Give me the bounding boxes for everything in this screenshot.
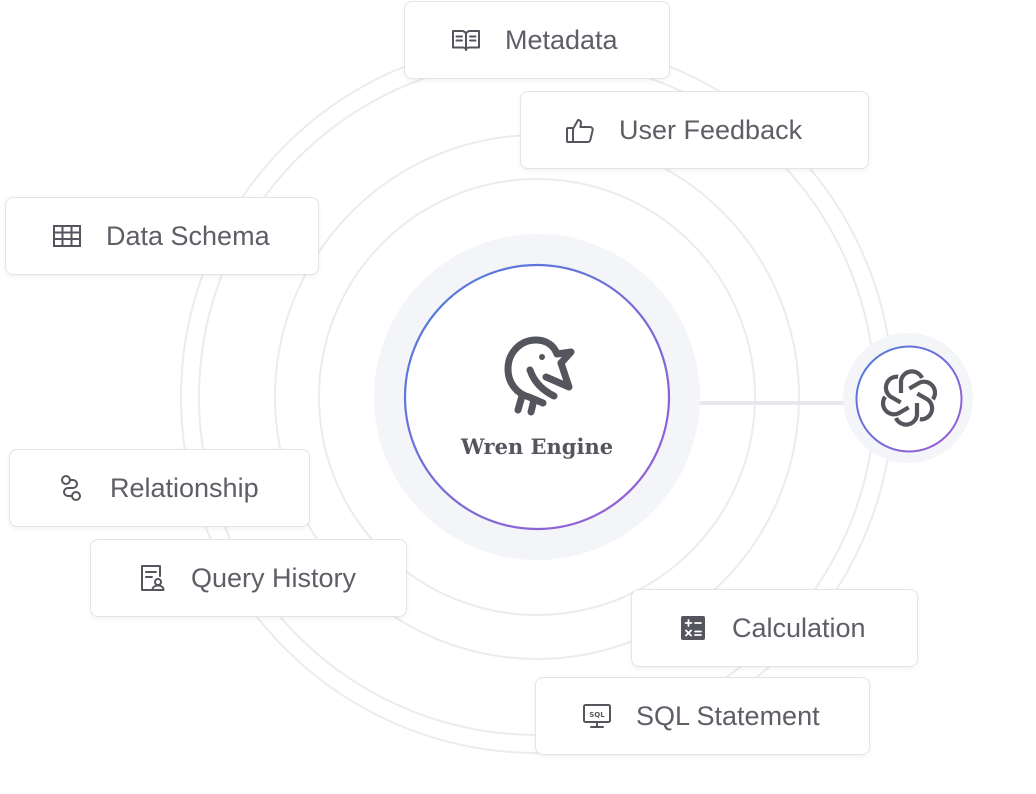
data-schema-label: Data Schema [106, 220, 270, 251]
query-history-label: Query History [191, 562, 357, 593]
sql-monitor-icon: SQL [580, 699, 614, 733]
openai-icon [880, 369, 938, 427]
document-user-icon [135, 561, 169, 595]
wren-bird-icon [504, 336, 575, 416]
metadata-chip: Metadata [404, 1, 670, 79]
engine-label: Wren Engine [460, 434, 614, 459]
data-schema-chip: Data Schema [5, 197, 319, 275]
sql-statement-label: SQL Statement [636, 700, 820, 731]
orbit-ring-inner [318, 178, 756, 616]
relationship-label: Relationship [110, 472, 259, 503]
book-icon [449, 23, 483, 57]
engine-gradient-ring [403, 263, 671, 531]
openai-node [856, 346, 962, 452]
user-feedback-label: User Feedback [619, 114, 803, 145]
sql-statement-chip: SQL SQL Statement [535, 677, 870, 755]
calculation-label: Calculation [732, 612, 866, 643]
svg-text:SQL: SQL [589, 711, 605, 719]
thumbs-up-icon [563, 113, 597, 147]
relationship-icon [54, 471, 88, 505]
metadata-label: Metadata [505, 24, 618, 55]
calculator-icon [676, 611, 710, 645]
calculation-chip: Calculation [631, 589, 918, 667]
query-history-chip: Query History [90, 539, 407, 617]
relationship-chip: Relationship [9, 449, 310, 527]
table-icon [50, 219, 84, 253]
ai-gradient-ring [855, 345, 963, 453]
user-feedback-chip: User Feedback [520, 91, 869, 169]
